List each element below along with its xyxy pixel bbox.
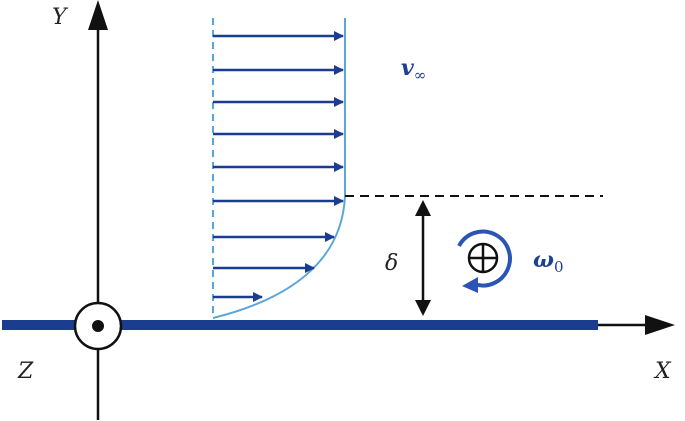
x-axis-label: X: [653, 359, 672, 384]
z-axis-label: Z: [17, 359, 34, 384]
free-stream-subscript: ∞: [414, 66, 427, 84]
y-axis-label: Y: [52, 5, 69, 30]
velocity-arrows: [213, 31, 344, 302]
z-axis-out-of-page-icon: [73, 301, 123, 351]
y-axis: [88, 0, 108, 420]
free-stream-symbol: v: [401, 55, 414, 81]
velocity-profile-curve: [212, 18, 346, 319]
vortex-into-page-icon: [467, 242, 499, 274]
rotation-subscript: 0: [554, 258, 564, 276]
flat-plate: [2, 320, 598, 330]
x-axis: [2, 315, 675, 335]
delta-label: δ: [385, 251, 398, 276]
y-axis-arrowhead-icon: [88, 0, 108, 30]
free-stream-velocity-label: v∞: [401, 55, 426, 84]
rotation-symbol: ω: [533, 247, 554, 273]
circular-rotation-arrow-icon: [457, 229, 512, 293]
x-axis-arrowhead-icon: [645, 315, 675, 335]
rotation-rate-label: ω0: [533, 247, 564, 276]
thickness-double-arrow-icon: [415, 200, 431, 316]
